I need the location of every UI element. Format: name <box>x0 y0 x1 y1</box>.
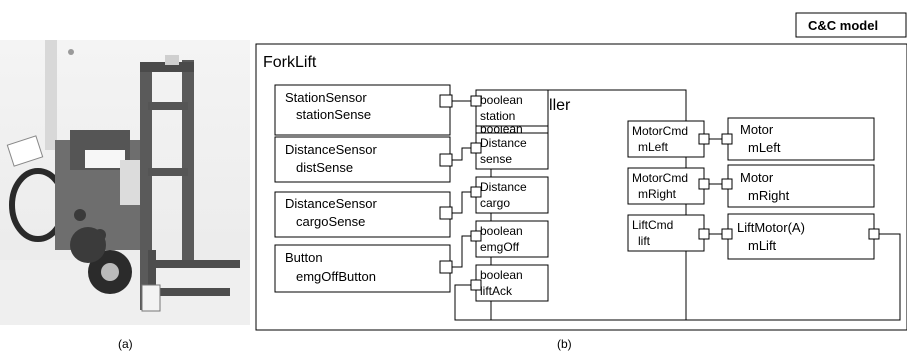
controller-in-port-cargo: Distance cargo <box>470 176 549 214</box>
sensor-type: DistanceSensor <box>285 142 377 157</box>
sensor-button: Button emgOffButton <box>274 244 453 293</box>
sensor-out-port <box>439 94 453 108</box>
connector-liftack-loop <box>454 233 901 321</box>
port-type: boolean <box>480 224 523 238</box>
cc-model-tag-box <box>795 12 907 38</box>
sensor-dist: DistanceSensor distSense <box>274 136 453 183</box>
sensor-instance: emgOffButton <box>296 269 376 284</box>
port-type: boolean <box>480 93 523 107</box>
sensor-cargo: DistanceSensor cargoSense <box>274 191 453 238</box>
port-name: mLeft <box>638 140 669 154</box>
port-name: station <box>480 109 515 123</box>
port-type: MotorCmd <box>632 124 688 138</box>
controller-in-port-square <box>470 142 482 154</box>
sensor-type: DistanceSensor <box>285 196 377 211</box>
connector-emgoff <box>452 235 471 268</box>
actuator-type: Motor <box>740 170 774 185</box>
actuator-instance: mLeft <box>748 140 781 155</box>
controller-in-port-sense: Distance sense <box>470 132 549 170</box>
port-type: Distance <box>480 180 527 194</box>
port-name: lift <box>638 234 651 248</box>
actuator-type: LiftMotor(A) <box>737 220 805 235</box>
port-name: sense <box>480 152 512 166</box>
sensor-station: StationSensor stationSense <box>274 84 453 136</box>
controller-in-port-emgoff: boolean emgOff <box>470 220 549 258</box>
actuator-in-port <box>721 133 733 145</box>
actuator-type: Motor <box>740 122 774 137</box>
controller-out-port-lift: LiftCmd lift <box>627 214 710 252</box>
actuator-in-port <box>721 178 733 190</box>
controller-out-port-mleft: MotorCmd mLeft <box>627 120 710 158</box>
forklift-title: ForkLift <box>263 54 317 71</box>
connector-dist <box>452 147 471 161</box>
sensor-type: Button <box>285 250 323 265</box>
connector-cargo <box>452 191 471 214</box>
caption-b: (b) <box>557 337 572 351</box>
actuator-instance: mLift <box>748 238 777 253</box>
port-name: mRight <box>638 187 677 201</box>
port-type: boolean <box>480 268 523 282</box>
port-type: Distance <box>480 136 527 150</box>
sensor-out-port <box>439 153 453 167</box>
port-name: emgOff <box>480 240 520 254</box>
controller-in-port-square <box>470 230 482 242</box>
cc-model-tag: C&C model <box>808 18 878 33</box>
port-type: MotorCmd <box>632 171 688 185</box>
controller-out-port-square <box>698 133 710 145</box>
actuator-out-port <box>868 228 880 240</box>
actuator-in-port <box>721 228 733 240</box>
port-name: liftAck <box>480 284 513 298</box>
controller-in-port-square <box>470 95 482 107</box>
sensor-instance: cargoSense <box>296 214 365 229</box>
actuator-motor-right: Motor mRight <box>721 164 875 208</box>
actuator-instance: mRight <box>748 188 790 203</box>
controller-in-port-square <box>470 186 482 198</box>
controller-in-port-liftack: boolean liftAck <box>470 264 549 302</box>
controller-in-port-station: boolean station <box>470 89 549 127</box>
port-type: LiftCmd <box>632 218 673 232</box>
sensor-type: StationSensor <box>285 90 367 105</box>
sensor-out-port <box>439 206 453 220</box>
connectors <box>452 100 901 321</box>
sensor-out-port <box>439 260 453 274</box>
sensor-instance: distSense <box>296 160 353 175</box>
port-name: cargo <box>480 196 510 210</box>
sensor-instance: stationSense <box>296 107 371 122</box>
caption-a: (a) <box>118 337 133 351</box>
controller-out-port-mright: MotorCmd mRight <box>627 167 710 205</box>
forklift-robot-photo <box>0 40 250 325</box>
actuator-lift-motor: LiftMotor(A) mLift <box>721 213 880 260</box>
actuator-motor-left: Motor mLeft <box>721 117 875 161</box>
controller-in-port-square <box>470 279 482 291</box>
controller-out-port-square <box>698 178 710 190</box>
controller-out-port-square <box>698 228 710 240</box>
